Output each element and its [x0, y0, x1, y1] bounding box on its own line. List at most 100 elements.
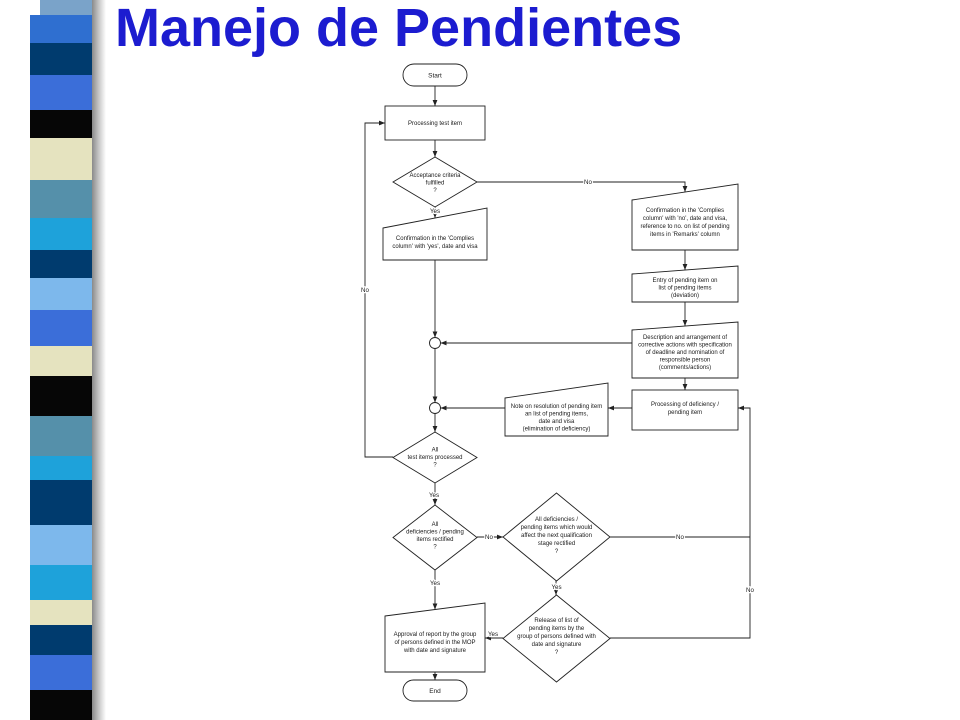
all-items-decision	[392, 431, 478, 484]
edge-label-all-items-yes: Yes	[429, 492, 439, 499]
stripe-block	[30, 565, 92, 600]
entry-pending-line: Entry of pending item on	[652, 278, 717, 284]
approval-line: with date and signature	[403, 648, 467, 654]
confirm-no-line: Confirmation in the 'Complies	[646, 208, 724, 214]
corrective-actions-line: responsible person	[660, 358, 711, 364]
resolution-note-line: date and visa	[539, 419, 575, 425]
resolution-note-input-box	[504, 382, 609, 437]
confirm-no-input-box	[631, 183, 739, 251]
stripe-block	[30, 346, 92, 376]
confirm-no-line: items in 'Remarks' column	[650, 232, 720, 238]
next-stage-decision	[502, 492, 611, 582]
edge-labels: No Yes No Yes No Yes No Yes No Yes	[360, 178, 756, 640]
next-stage-decision-line: affect the next qualification	[521, 533, 592, 539]
stripe-block	[30, 376, 92, 416]
release-decision-line: date and signature	[532, 642, 582, 648]
acceptance-decision-line: fulfilled	[426, 181, 445, 187]
next-stage-decision-line: ?	[555, 549, 559, 555]
edge-label-next-stage-no: No	[676, 534, 684, 541]
stripe-shadow	[92, 0, 106, 720]
approval-input-box	[384, 602, 486, 673]
approval-line: Approval of report by the group	[394, 632, 477, 638]
corrective-actions-line: corrective actions with specification	[638, 343, 732, 349]
edge-label-all-items-no: No	[361, 287, 369, 294]
connectors	[364, 86, 751, 680]
end-terminal	[402, 679, 468, 702]
stripe-block	[30, 625, 92, 655]
junction-2	[429, 402, 441, 414]
stripe-block	[30, 690, 92, 720]
stripe-block	[30, 75, 92, 110]
release-decision-line: Release of list of	[534, 618, 579, 624]
stripe-block	[30, 456, 92, 480]
all-items-decision-line: ?	[433, 463, 437, 469]
edge-label-acceptance-yes: Yes	[430, 208, 440, 215]
processing-deficiency-line: Processing of deficiency /	[651, 402, 719, 408]
entry-pending-line: list of pending items	[658, 286, 711, 292]
stripe-block	[30, 310, 92, 346]
stripe-block	[30, 180, 92, 218]
processing-test-item-box	[384, 105, 486, 141]
stripe-block	[30, 138, 92, 180]
all-deficiencies-decision	[392, 504, 478, 571]
next-stage-decision-line: All deficiencies /	[535, 517, 578, 523]
acceptance-decision-line: ?	[433, 188, 437, 194]
approval-line: of persons defined in the MOP	[394, 640, 475, 646]
stripe-block	[30, 278, 92, 310]
confirm-no-line: reference to no. on list of pending	[640, 224, 729, 230]
edge-label-release-no: No	[746, 587, 754, 594]
release-decision-line: ?	[555, 650, 559, 656]
edge-label-all-deficiencies-yes: Yes	[430, 580, 440, 587]
corrective-actions-input-box	[631, 321, 739, 379]
flowchart-texts: Start Processing test item Acceptance cr…	[392, 73, 731, 696]
acceptance-decision-line: Acceptance criteria	[409, 173, 461, 179]
slide-title: Manejo de Pendientes	[115, 0, 683, 58]
all-items-decision-line: All	[432, 448, 439, 454]
entry-pending-input-box	[631, 265, 739, 303]
start-terminal	[402, 63, 468, 87]
processing-deficiency-line: pending item	[668, 410, 702, 416]
all-items-decision-line: test items processed	[407, 455, 462, 461]
flowchart-shapes	[382, 63, 739, 702]
confirm-yes-line: Confirmation in the 'Complies	[396, 236, 474, 242]
release-decision-line: group of persons defined with	[517, 634, 596, 640]
stripe-block	[30, 43, 92, 75]
corrective-actions-line: of deadline and nomination of	[646, 350, 725, 356]
all-deficiencies-decision-line: deficiencies / pending	[406, 530, 464, 536]
edge-label-acceptance-no: No	[584, 179, 592, 186]
processing-test-item-label: Processing test item	[408, 121, 462, 127]
stripe-block	[30, 416, 92, 456]
connector-all-items-no-loop	[364, 120, 393, 458]
confirm-yes-input-box	[382, 207, 488, 261]
all-deficiencies-decision-line: items rectified	[416, 537, 453, 543]
stripe-block	[30, 250, 92, 278]
corrective-actions-line: Description and arrangement of	[643, 335, 727, 341]
connector-release-no-return	[610, 405, 751, 639]
stripe-block	[30, 15, 92, 43]
confirm-yes-line: column' with 'yes', date and visa	[392, 244, 478, 250]
stripe-block	[30, 525, 92, 565]
next-stage-decision-line: pending items which would	[521, 525, 593, 531]
release-decision-line: pending items by the	[529, 626, 585, 632]
acceptance-criteria-decision	[392, 156, 478, 208]
edge-label-all-deficiencies-no: No	[485, 534, 493, 541]
next-stage-decision-line: stage rectified	[538, 541, 575, 547]
corrective-actions-line: (comments/actions)	[659, 365, 711, 371]
processing-deficiency-box	[631, 389, 739, 431]
resolution-note-line: Note on resolution of pending item	[511, 404, 602, 410]
stripe-block	[40, 0, 92, 15]
edge-label-release-yes: Yes	[488, 631, 498, 638]
entry-pending-line: (deviation)	[671, 293, 699, 299]
stripe-block	[30, 655, 92, 690]
end-label: End	[429, 688, 441, 695]
start-label: Start	[428, 73, 442, 80]
resolution-note-line: (elimination of deficiency)	[523, 427, 591, 433]
resolution-note-line: an list of pending items,	[525, 412, 588, 418]
stripe-block	[30, 480, 92, 525]
stripe-block	[30, 600, 92, 625]
stripe-block	[30, 218, 92, 250]
confirm-no-line: column' with 'no', date and visa,	[643, 216, 727, 222]
connector-acceptance-no	[477, 181, 688, 192]
